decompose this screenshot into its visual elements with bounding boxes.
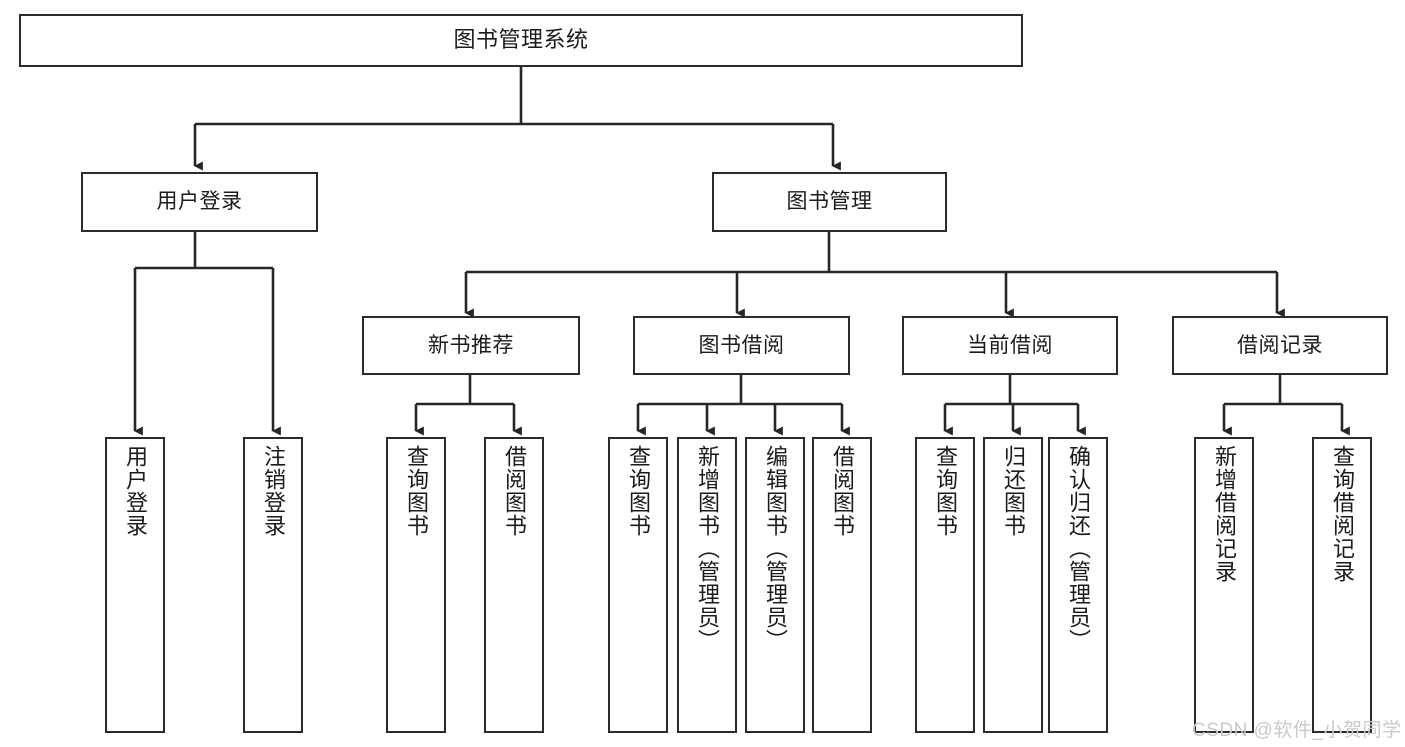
node-label: 用户登录 (156, 190, 243, 214)
node-label: 新增图书（管理员） (694, 445, 720, 652)
node-leaf-query-book-1[interactable]: 查询图书 (386, 437, 446, 733)
node-borrow-record[interactable]: 借阅记录 (1172, 316, 1388, 375)
node-label: 用户登录 (122, 445, 148, 537)
node-label: 当前借阅 (967, 333, 1053, 357)
node-label: 归还图书 (1000, 445, 1026, 537)
node-leaf-confirm-return-admin[interactable]: 确认归还（管理员） (1048, 437, 1108, 733)
node-label: 图书管理系统 (453, 27, 589, 53)
node-leaf-add-book-admin[interactable]: 新增图书（管理员） (677, 437, 737, 733)
node-root-system[interactable]: 图书管理系统 (19, 14, 1023, 67)
node-label: 借阅记录 (1237, 333, 1323, 357)
node-leaf-borrow-book-1[interactable]: 借阅图书 (484, 437, 544, 733)
node-leaf-query-book-2[interactable]: 查询图书 (608, 437, 668, 733)
node-label: 注销登录 (260, 445, 286, 537)
node-user-login[interactable]: 用户登录 (81, 172, 318, 232)
node-leaf-user-login[interactable]: 用户登录 (105, 437, 165, 733)
node-book-borrow[interactable]: 图书借阅 (633, 316, 850, 375)
node-leaf-query-borrow-record[interactable]: 查询借阅记录 (1312, 437, 1372, 733)
node-label: 借阅图书 (501, 445, 527, 537)
node-label: 图书管理 (786, 190, 873, 214)
node-label: 图书借阅 (698, 333, 785, 357)
node-leaf-add-borrow-record[interactable]: 新增借阅记录 (1194, 437, 1254, 733)
node-book-management[interactable]: 图书管理 (712, 172, 947, 232)
node-leaf-logout-login[interactable]: 注销登录 (243, 437, 303, 733)
node-leaf-query-book-3[interactable]: 查询图书 (915, 437, 975, 733)
node-label: 查询借阅记录 (1329, 445, 1355, 583)
node-new-book-recommend[interactable]: 新书推荐 (362, 316, 580, 375)
node-label: 新增借阅记录 (1211, 445, 1237, 583)
node-label: 编辑图书（管理员） (762, 445, 788, 652)
node-label: 确认归还（管理员） (1065, 445, 1091, 652)
node-label: 查询图书 (625, 445, 651, 537)
node-leaf-return-book[interactable]: 归还图书 (983, 437, 1043, 733)
node-label: 查询图书 (403, 445, 429, 537)
node-leaf-borrow-book-2[interactable]: 借阅图书 (812, 437, 872, 733)
node-label: 借阅图书 (829, 445, 855, 537)
node-label: 查询图书 (932, 445, 958, 537)
node-current-borrow[interactable]: 当前借阅 (902, 316, 1118, 375)
node-label: 新书推荐 (428, 333, 514, 357)
node-leaf-edit-book-admin[interactable]: 编辑图书（管理员） (745, 437, 805, 733)
